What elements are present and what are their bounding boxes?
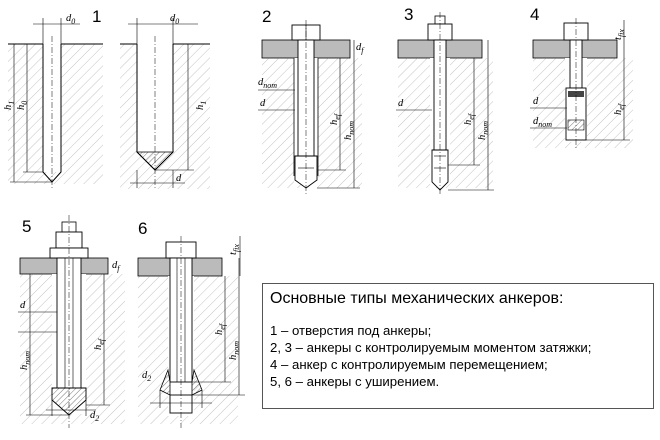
label-dnom-2: dnom	[258, 77, 277, 90]
figure-6-number: 6	[138, 219, 147, 238]
label-d-b: d	[176, 173, 182, 184]
legend-item: 2, 3 – анкеры с контролируемым моментом …	[270, 340, 592, 355]
label-df-5: df	[112, 260, 121, 273]
label-hef-3: hef	[463, 112, 476, 125]
label-d-4: d	[533, 96, 539, 107]
legend-title: Основные типы механических анкеров:	[270, 290, 564, 307]
label-df-2: df	[356, 42, 365, 55]
figure-3-labels: 3 d hef hnom	[398, 5, 490, 140]
figure-4-anchor	[530, 18, 633, 148]
label-d2-5: d2	[90, 410, 99, 423]
label-d0-a: d0	[66, 13, 75, 26]
label-hef-2: hef	[329, 112, 342, 125]
label-h0-a: h0	[16, 101, 29, 110]
label-d-2: d	[260, 98, 266, 109]
figure-1-hole-straight	[8, 18, 103, 190]
figure-1-labels-a: 1 d0 h1 h0	[3, 7, 101, 110]
figure-5-number: 5	[22, 217, 31, 236]
label-d-3: d	[398, 98, 404, 109]
figure-6-anchor	[137, 236, 245, 428]
legend-item: 5, 6 – анкеры с уширением.	[270, 374, 440, 389]
figure-3-anchor	[396, 12, 494, 195]
label-hef-6: hef	[214, 322, 227, 335]
legend-box: Основные типы механических анкеров: 1 – …	[262, 283, 654, 409]
figure-2-labels: 2 df dnom d hef hnom	[258, 7, 365, 140]
label-h1-a: h1	[3, 101, 16, 110]
legend-item: 1 – отверстия под анкеры;	[270, 323, 432, 338]
label-d-5: d	[20, 300, 26, 311]
label-hef-4: hef	[613, 102, 626, 115]
label-hnom-2: hnom	[343, 121, 356, 140]
label-hnom-3: hnom	[477, 121, 490, 140]
label-hef-5: hef	[93, 337, 106, 350]
figure-5-labels: 5 df d hnom hef d2	[19, 217, 121, 423]
figure-3-number: 3	[404, 5, 413, 24]
figure-4-labels: 4 tfix d dnom hef	[530, 5, 626, 129]
figure-2-anchor	[258, 20, 362, 195]
figure-4-number: 4	[530, 5, 539, 24]
figure-1-hole-cone	[120, 18, 210, 190]
label-dnom-4: dnom	[533, 116, 552, 129]
label-h1-b: h1	[195, 101, 208, 110]
label-d2-6: d2	[142, 370, 151, 383]
figure-1-labels-b: d0 h1 d	[170, 13, 208, 184]
label-d0-b: d0	[170, 13, 179, 26]
label-hnom-6: hnom	[228, 341, 241, 360]
label-hnom-5: hnom	[19, 351, 32, 370]
label-tfix-4: tfix	[613, 29, 626, 40]
label-tfix-6: tfix	[228, 244, 241, 255]
figure-5-anchor	[18, 215, 125, 428]
legend-item: 4 – анкер с контролируемым перемещением;	[270, 357, 548, 372]
figure-6-labels: 6 tfix hef hnom d2	[138, 219, 241, 383]
figure-1-number: 1	[92, 7, 101, 26]
figure-2-number: 2	[262, 7, 271, 26]
